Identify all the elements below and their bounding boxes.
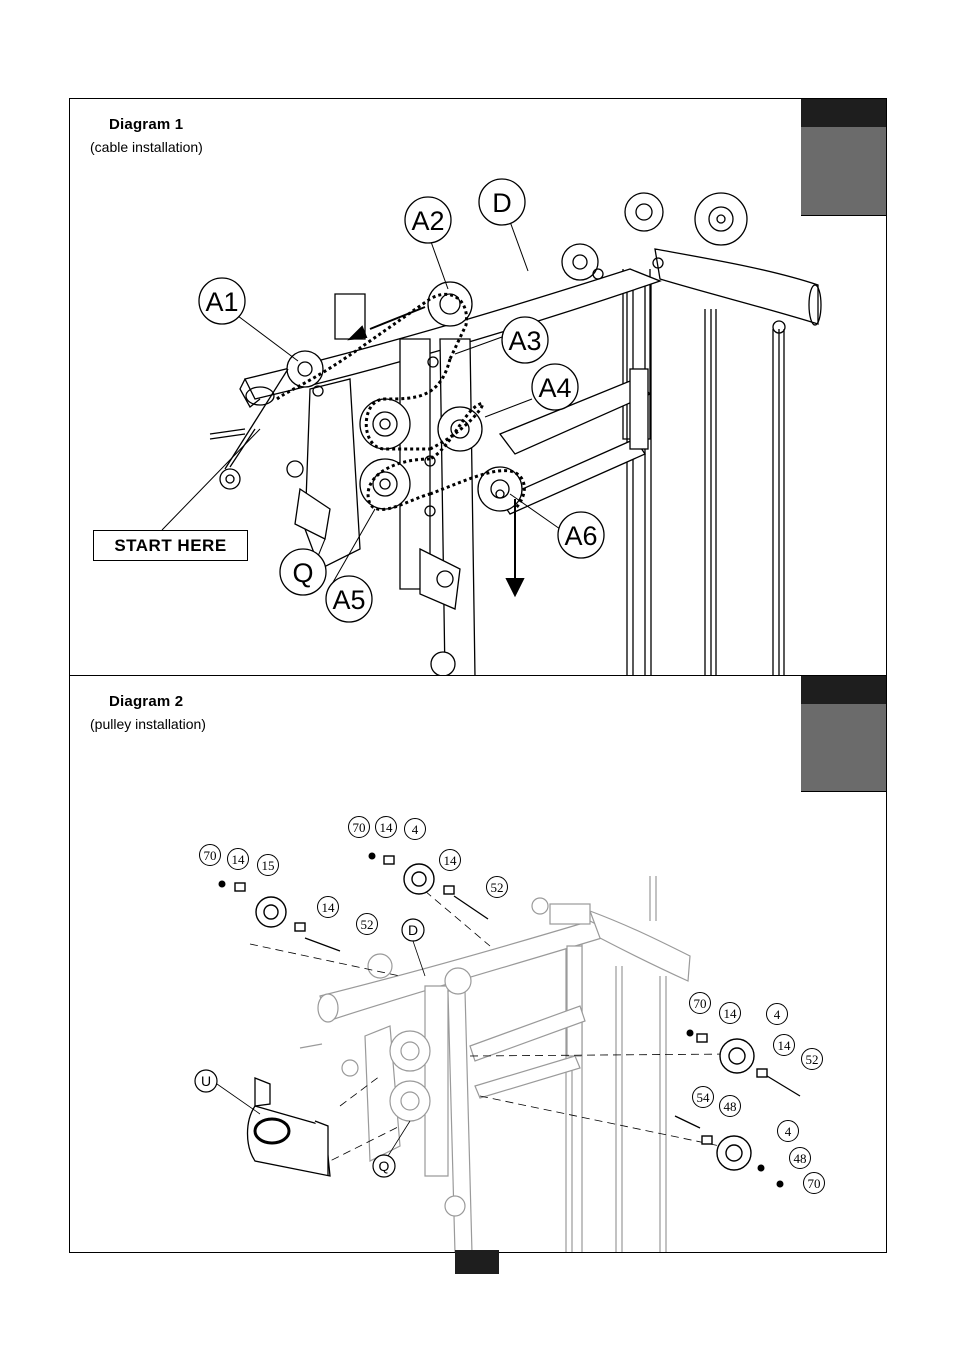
label-q-circle (279, 548, 327, 596)
part-number-label: 48 (794, 1151, 807, 1166)
part-callout-circle (404, 818, 426, 840)
part-number-label: 52 (806, 1052, 819, 1067)
part-number-label: 14 (724, 1006, 738, 1021)
part-callout-circle (766, 1003, 788, 1025)
label-a5: A5 (332, 585, 365, 615)
part-number-label: 4 (412, 822, 419, 837)
label-a4: A4 (538, 373, 571, 403)
part-callout-circle (719, 1002, 741, 1024)
part-callout-circle (692, 1086, 714, 1108)
diagram-2-title: Diagram 2 (109, 693, 184, 710)
section-tab-dark (801, 99, 886, 127)
part-callout-circle (486, 876, 508, 898)
part-callout-circle (257, 854, 279, 876)
start-here-box: START HERE (93, 530, 248, 561)
label-a3-circle (501, 316, 549, 364)
part-callout-circle (375, 816, 397, 838)
part-callout-circle (789, 1147, 811, 1169)
part-callout-circle (199, 844, 221, 866)
diagram-2-subtitle: (pulley installation) (90, 716, 206, 732)
page-number-tab (455, 1250, 499, 1274)
part-number-label: 70 (353, 820, 366, 835)
label-a5-circle (325, 575, 373, 623)
part-callout-circle (719, 1095, 741, 1117)
part-callout-circle (356, 913, 378, 935)
part-number-label: 54 (697, 1090, 711, 1105)
part-callout-circle (689, 992, 711, 1014)
label-a6: A6 (564, 521, 597, 551)
cable-installation-drawing: A1 A2 A3 A4 A5 A6 D Q (161, 178, 822, 675)
label-a1: A1 (205, 287, 238, 317)
part-number-label: 4 (785, 1124, 792, 1139)
diagram-2-panel: Diagram 2 (pulley installation) (69, 676, 887, 1253)
section-tab-gray (801, 704, 886, 792)
part-number-label: 14 (232, 852, 246, 867)
label-a2: A2 (411, 206, 444, 236)
label-u: U (201, 1073, 211, 1089)
section-tab-gray (801, 127, 886, 216)
part-callout-circle (317, 896, 339, 918)
label-a4-circle (531, 363, 579, 411)
label-a1-circle (198, 277, 246, 325)
label-q: Q (379, 1158, 390, 1174)
part-callout-circle (439, 849, 461, 871)
label-a2-circle (404, 196, 452, 244)
part-number-label: 14 (444, 853, 458, 868)
part-number-label: 48 (724, 1099, 737, 1114)
part-number-label: 70 (808, 1176, 821, 1191)
part-number-label: 70 (694, 996, 707, 1011)
part-number-label: 15 (262, 858, 275, 873)
part-number-label: 14 (380, 820, 394, 835)
section-tab-dark (801, 676, 886, 704)
label-d: D (408, 922, 418, 938)
part-number-label: 14 (778, 1038, 792, 1053)
part-callout-circle (773, 1034, 795, 1056)
diagram-1-title: Diagram 1 (109, 116, 184, 133)
label-d-circle (478, 178, 526, 226)
part-number-label: 14 (322, 900, 336, 915)
part-callout-circle (777, 1120, 799, 1142)
part-callout-circle (227, 848, 249, 870)
part-number-label: 52 (491, 880, 504, 895)
part-number-label: 52 (361, 917, 374, 932)
label-a3: A3 (508, 326, 541, 356)
label-q: Q (292, 558, 313, 588)
part-callout-circle (803, 1172, 825, 1194)
label-a6-circle (557, 511, 605, 559)
part-callout-circle (801, 1048, 823, 1070)
part-number-label: 70 (204, 848, 217, 863)
label-d: D (492, 188, 512, 218)
diagram-1-subtitle: (cable installation) (90, 139, 203, 155)
part-callout-circle (348, 816, 370, 838)
diagram-1-panel: Diagram 1 (cable installation) (69, 98, 887, 676)
part-number-label: 4 (774, 1007, 781, 1022)
